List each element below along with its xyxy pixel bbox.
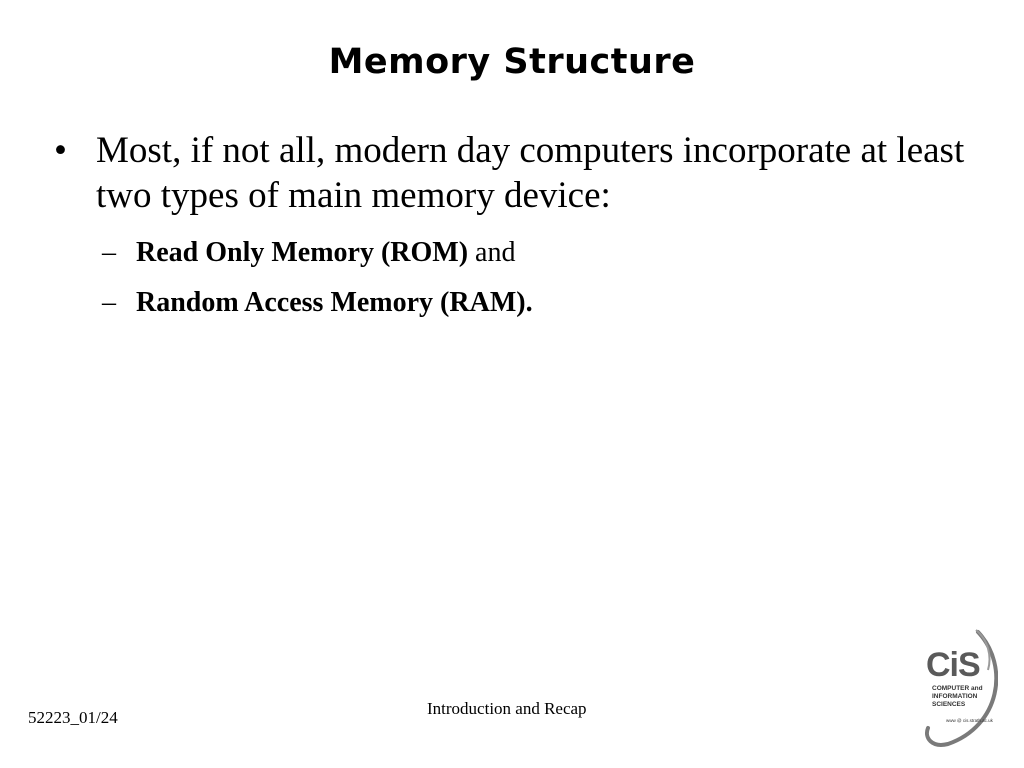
sub-bullet-marker: – bbox=[102, 287, 116, 318]
logo-url: www @ cis.strath.ac.uk bbox=[946, 718, 994, 723]
sub-bullet-item: – Random Access Memory (RAM). bbox=[102, 278, 970, 328]
sub-bullet-bold-text: Random Access Memory (RAM). bbox=[136, 287, 533, 318]
footer-slide-code: 52223_01/24 bbox=[28, 708, 118, 727]
logo-line-1: COMPUTER and bbox=[932, 685, 983, 692]
bullet-text: Most, if not all, modern day computers i… bbox=[96, 130, 965, 216]
logo-line-2: INFORMATION bbox=[932, 693, 978, 700]
sub-bullet-marker: – bbox=[102, 237, 116, 268]
logo-mark: CiS bbox=[926, 646, 980, 684]
slide-content: • Most, if not all, modern day computers… bbox=[50, 128, 970, 328]
slide-title: Memory Structure bbox=[328, 42, 696, 82]
bullet-marker: • bbox=[54, 130, 67, 171]
sub-bullet-list: – Read Only Memory (ROM) and – Random Ac… bbox=[50, 228, 970, 328]
bullet-item: • Most, if not all, modern day computers… bbox=[50, 128, 970, 218]
cis-logo: CiS COMPUTER and INFORMATION SCIENCES ww… bbox=[925, 629, 998, 747]
sub-bullet-bold-text: Read Only Memory (ROM) bbox=[136, 237, 469, 268]
logo-line-3: SCIENCES bbox=[932, 701, 966, 708]
sub-bullet-rest-text: and bbox=[468, 237, 516, 268]
sub-bullet-text: Random Access Memory (RAM). bbox=[136, 278, 533, 328]
sub-bullet-text: Read Only Memory (ROM) and bbox=[136, 228, 515, 278]
sub-bullet-item: – Read Only Memory (ROM) and bbox=[102, 228, 970, 278]
footer-title: Introduction and Recap bbox=[427, 699, 587, 718]
